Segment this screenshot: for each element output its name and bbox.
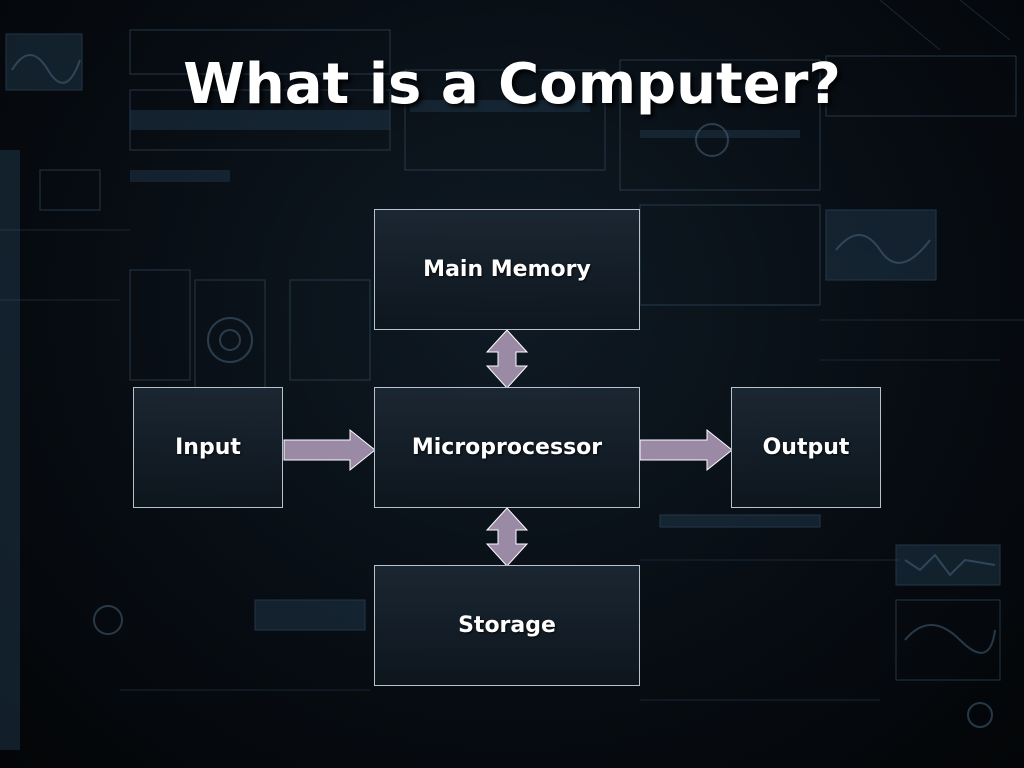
microprocessor-label: Microprocessor [411,435,603,460]
output-label: Output [762,435,850,460]
arrow-input-cpu [283,428,376,472]
output-box: Output [731,387,881,508]
microprocessor-box: Microprocessor [374,387,640,508]
input-box: Input [133,387,283,508]
arrow-cpu-storage [485,507,529,567]
input-label: Input [175,435,241,460]
storage-label: Storage [458,613,556,638]
storage-box: Storage [374,565,640,686]
slide-title: What is a Computer? [183,52,841,117]
main-memory-box: Main Memory [374,209,640,330]
arrow-memory-cpu [485,329,529,389]
main-memory-label: Main Memory [423,257,591,282]
arrow-cpu-output [639,428,733,472]
